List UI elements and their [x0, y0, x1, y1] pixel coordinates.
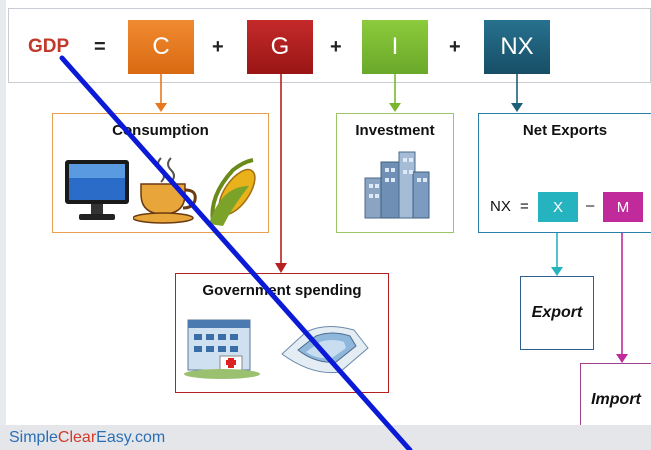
export-box: Export: [520, 276, 594, 350]
brand-part-easy: Easy: [96, 429, 131, 446]
plus-sign-1: +: [212, 36, 224, 58]
export-component: X: [538, 192, 578, 222]
government-title: Government spending: [202, 282, 362, 299]
brand-link[interactable]: SimpleClearEasy.com: [9, 429, 165, 447]
component-i: I: [362, 20, 428, 74]
import-component: M: [603, 192, 643, 222]
import-label: Import: [591, 391, 641, 408]
plus-sign-2: +: [330, 36, 342, 58]
hospital-icon: [184, 319, 260, 379]
corn-icon: [209, 158, 256, 226]
brand-part-com: .com: [130, 429, 166, 446]
brand-part-simple: Simple: [9, 429, 58, 446]
investment-box: Investment: [336, 113, 454, 233]
export-label: Export: [531, 304, 583, 321]
left-sidebar-strip: [0, 0, 6, 450]
component-c: C: [128, 20, 194, 74]
nx-formula-equals: =: [520, 198, 529, 215]
plus-sign-3: +: [449, 36, 461, 58]
office-buildings-icon: [364, 151, 430, 219]
computer-monitor-icon: [65, 160, 129, 220]
coffee-cup-icon: [133, 157, 197, 224]
brand-part-clear: Clear: [57, 429, 97, 446]
component-g: G: [247, 20, 313, 74]
consumption-title: Consumption: [112, 122, 209, 139]
footer-bar: [0, 425, 651, 450]
gdp-label: GDP: [28, 36, 70, 57]
net-exports-title: Net Exports: [522, 122, 608, 139]
component-nx: NX: [484, 20, 550, 74]
investment-title: Investment: [355, 122, 435, 139]
nx-formula-minus: –: [586, 197, 595, 214]
government-spending-box: Government spending: [175, 273, 389, 393]
nx-formula-lhs: NX: [490, 198, 511, 215]
import-box: Import: [580, 363, 651, 435]
consumption-box: Consumption: [52, 113, 269, 233]
equals-sign: =: [94, 36, 106, 58]
